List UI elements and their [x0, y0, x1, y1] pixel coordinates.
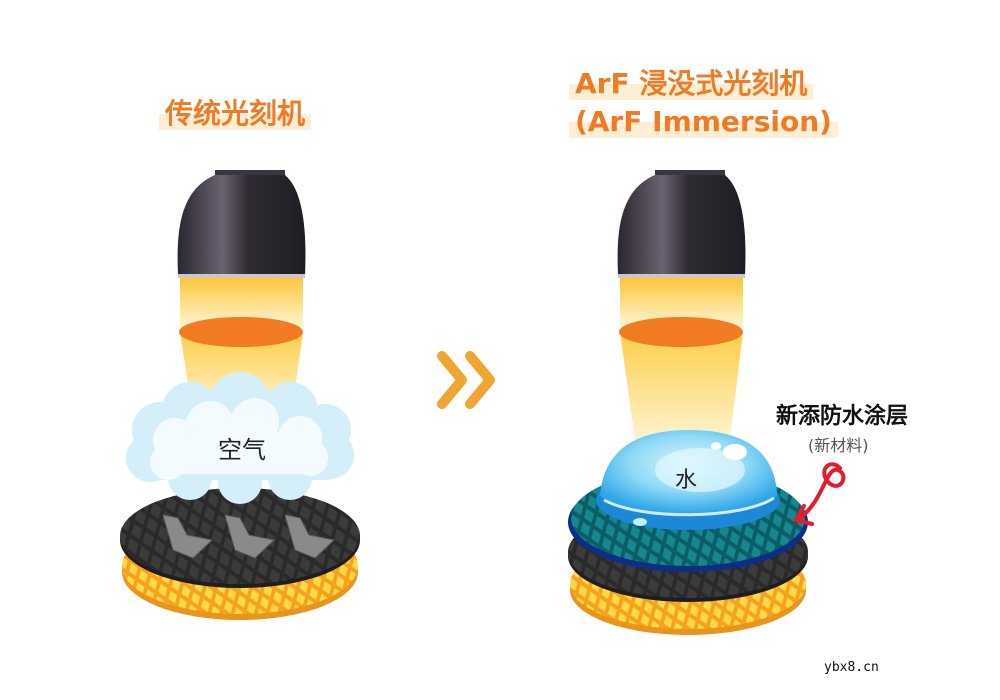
immersion-lithography-subtitle: (ArF Immersion) [569, 104, 838, 140]
title-text: ArF 浸没式光刻机 [568, 67, 814, 100]
double-chevron-right-icon [437, 351, 495, 409]
chip-patterns [162, 514, 336, 559]
air-cloud [126, 372, 354, 504]
coating-callout-subtitle: (新材料) [808, 436, 869, 455]
coating-callout-title: 新添防水涂层 [776, 404, 909, 429]
water-label: 水 [675, 468, 698, 493]
left-lamp [177, 170, 306, 278]
left-lens [179, 317, 303, 347]
right-lens [619, 317, 743, 347]
callout-arrow-icon [792, 462, 846, 526]
watermark: ybx8.cn [824, 660, 879, 675]
air-label: 空气 [218, 436, 266, 464]
right-light-beam [619, 278, 743, 440]
traditional-lithography-title: 传统光刻机 [158, 96, 312, 132]
left-wafer [120, 488, 360, 620]
subtitle-text: (ArF Immersion) [569, 105, 838, 138]
title-text: 传统光刻机 [158, 97, 312, 130]
right-lamp [617, 170, 746, 278]
left-light-beam [179, 278, 303, 410]
immersion-lithography-title: ArF 浸没式光刻机 [568, 66, 814, 102]
water-droplet [596, 430, 780, 530]
